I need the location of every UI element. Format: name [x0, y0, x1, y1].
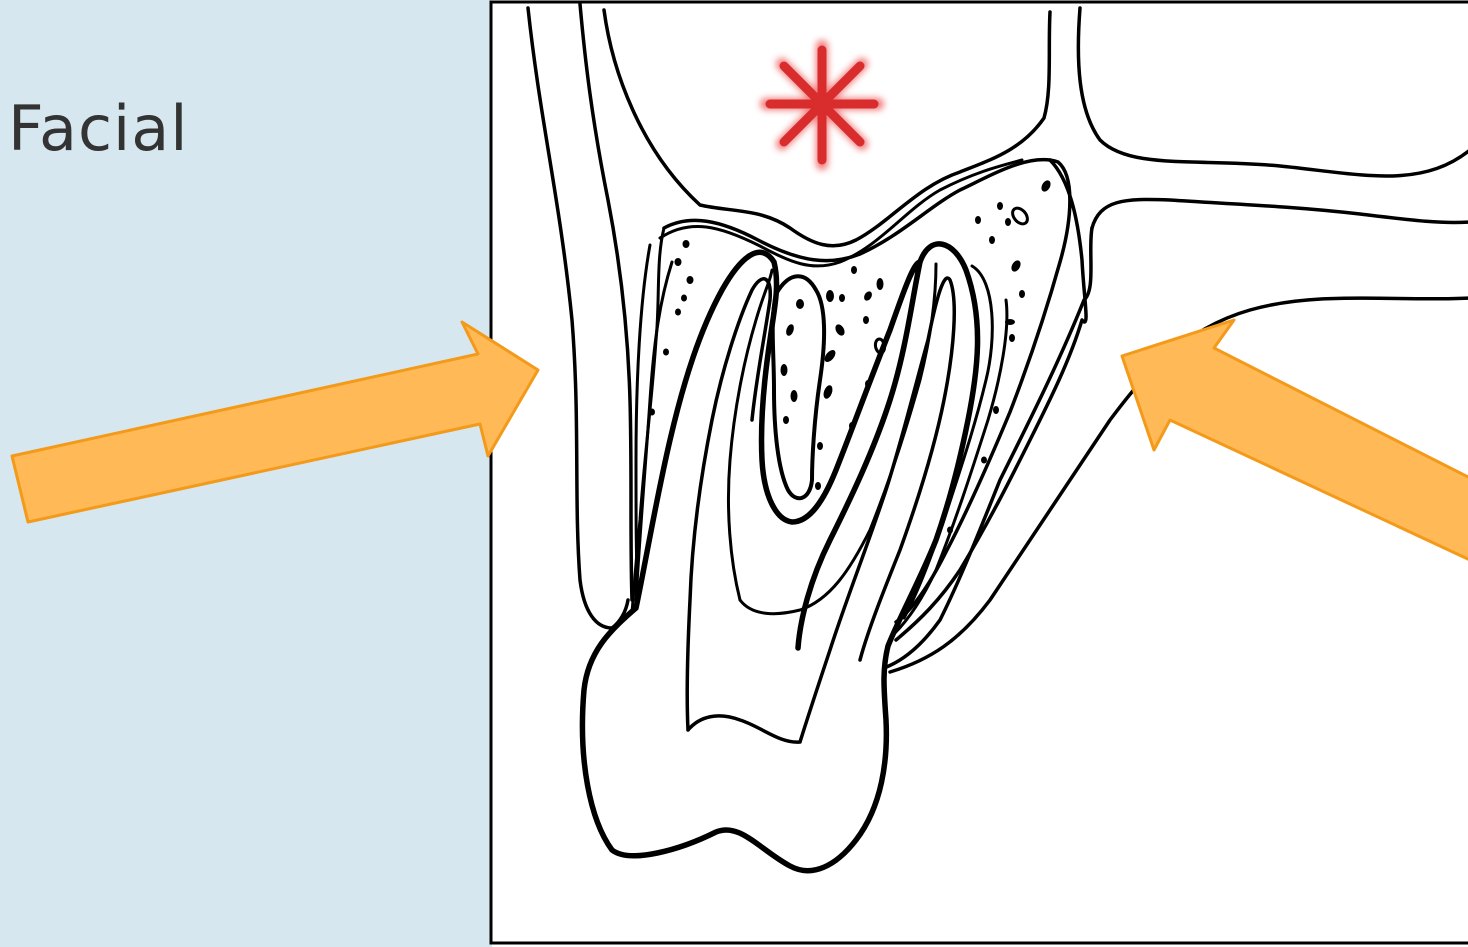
- orange-arrow-right-icon: [12, 322, 538, 522]
- red-asterisk-icon: [766, 46, 878, 164]
